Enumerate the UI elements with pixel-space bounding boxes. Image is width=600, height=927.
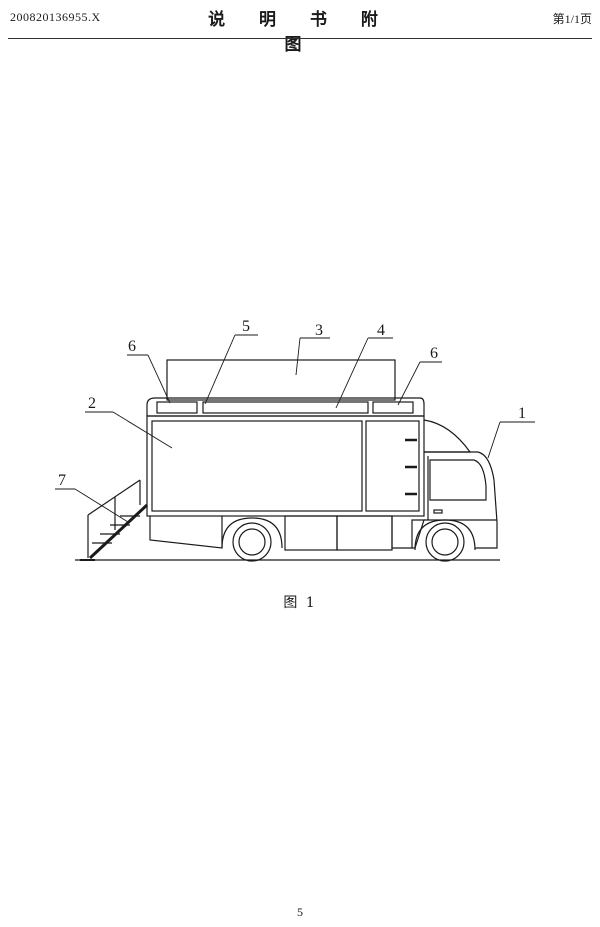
cab-deflector (423, 419, 472, 453)
left-light (156, 401, 198, 414)
rear-wheel-arch (221, 517, 283, 549)
front-wheel-arch (414, 519, 476, 551)
label-6-left: 6 (128, 338, 136, 355)
application-number: 200820136955.X (10, 10, 101, 24)
document-title: 说 明 书 附 图 (208, 10, 392, 55)
stairs (80, 479, 149, 561)
right-light (372, 401, 414, 414)
roof-bar (146, 397, 425, 416)
label-6-right: 6 (430, 345, 438, 362)
lower-compartment-2 (336, 515, 393, 551)
page-label: 第1/1页 (552, 12, 592, 26)
label-1: 1 (518, 405, 526, 422)
header-divider (8, 38, 592, 39)
front-wheel-hub (431, 528, 459, 556)
leader-lines (55, 334, 535, 523)
door-hinges (405, 438, 417, 496)
rear-wheel (232, 522, 272, 562)
cargo-body (146, 415, 425, 517)
cab-handle (433, 509, 443, 514)
label-4: 4 (377, 322, 385, 339)
label-2: 2 (88, 395, 96, 412)
raised-top-box (166, 359, 396, 401)
label-3: 3 (315, 322, 323, 339)
lower-compartment-1 (284, 515, 338, 551)
label-5: 5 (242, 318, 250, 335)
display-strip (202, 401, 369, 414)
side-panel (151, 420, 363, 512)
vehicle-drawing: 1 2 3 4 5 6 6 7 (55, 318, 535, 562)
side-door (365, 420, 420, 512)
page-number: 5 (297, 905, 303, 919)
cab-window (429, 459, 487, 501)
truck-cab (411, 451, 498, 549)
page-header: 200820136955.X 说 明 书 附 图 第1/1页 (0, 0, 600, 55)
front-wheel (425, 522, 465, 562)
label-7: 7 (58, 472, 66, 489)
lower-skirt (149, 516, 223, 549)
lower-compartment-3 (391, 516, 412, 549)
rear-wheel-hub (238, 528, 266, 556)
figure-caption: 图 1 (283, 595, 317, 611)
